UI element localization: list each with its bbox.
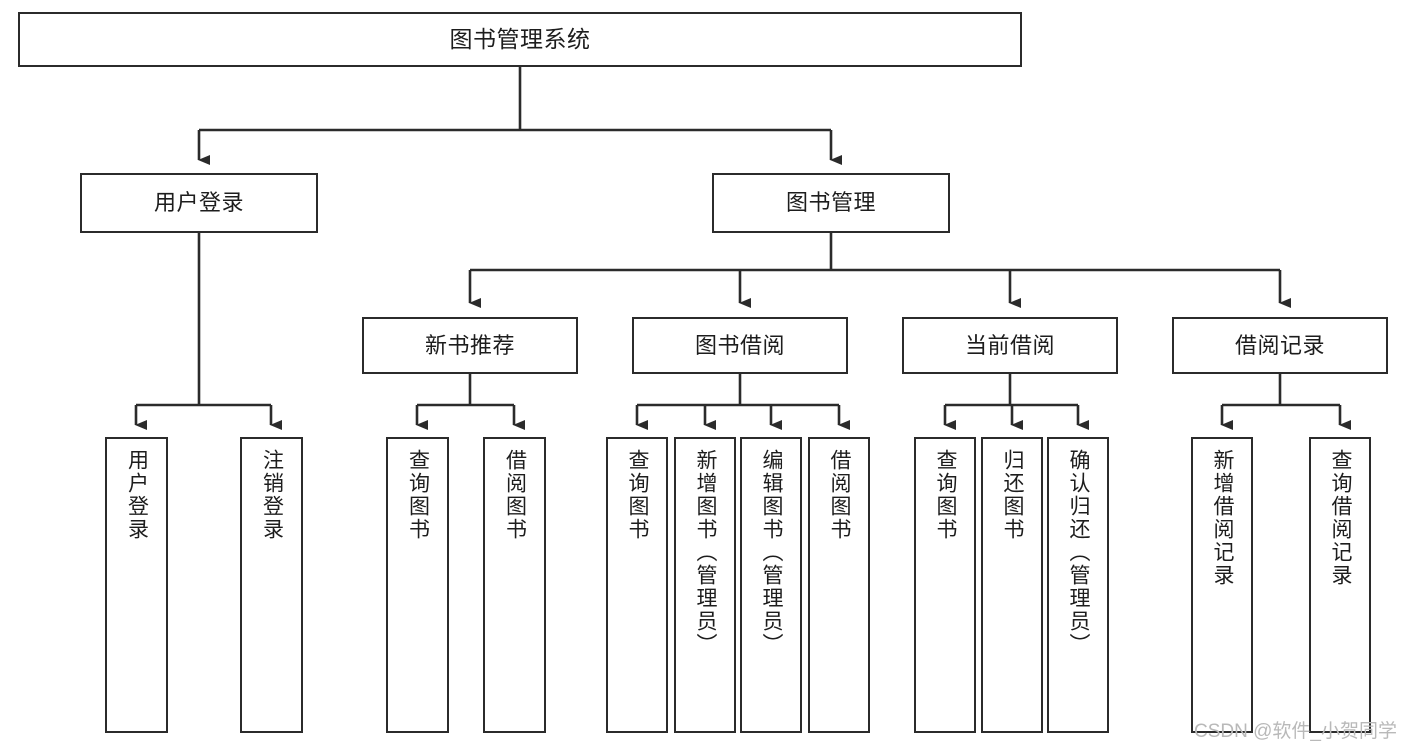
node-current-borrow-label: 当前借阅 (964, 332, 1055, 358)
node-leaf-user-login[interactable]: 用户登录 (105, 437, 168, 733)
node-current-borrow[interactable]: 当前借阅 (902, 317, 1118, 374)
node-leaf-rec-add-label: 新增借阅记录 (1211, 449, 1235, 587)
node-leaf-rec-query[interactable]: 查询图书 (386, 437, 449, 733)
node-leaf-cur-return[interactable]: 归还图书 (981, 437, 1043, 733)
node-leaf-cur-query-label: 查询图书 (934, 449, 958, 541)
node-borrow-record-label: 借阅记录 (1234, 332, 1325, 358)
node-leaf-cur-confirm[interactable]: 确认归还（管理员） (1047, 437, 1109, 733)
node-borrow-record[interactable]: 借阅记录 (1172, 317, 1388, 374)
node-book-manage[interactable]: 图书管理 (712, 173, 950, 233)
node-leaf-user-logout[interactable]: 注销登录 (240, 437, 303, 733)
node-leaf-borrow-add[interactable]: 新增图书（管理员） (674, 437, 736, 733)
node-leaf-borrow-query-label: 查询图书 (626, 449, 650, 541)
node-user-login[interactable]: 用户登录 (80, 173, 318, 233)
node-leaf-cur-return-label: 归还图书 (1001, 449, 1025, 541)
node-leaf-borrow-edit-label: 编辑图书（管理员） (760, 449, 784, 656)
node-leaf-rec-search-label: 查询借阅记录 (1329, 449, 1353, 587)
node-leaf-borrow-add-label: 新增图书（管理员） (694, 449, 718, 656)
watermark: CSDN @软件_小贺同学 (1194, 721, 1397, 742)
node-leaf-rec-borrow-label: 借阅图书 (503, 449, 527, 541)
node-book-borrow[interactable]: 图书借阅 (632, 317, 848, 374)
node-leaf-rec-borrow[interactable]: 借阅图书 (483, 437, 546, 733)
node-new-book-rec-label: 新书推荐 (424, 332, 515, 358)
node-leaf-borrow-query[interactable]: 查询图书 (606, 437, 668, 733)
node-leaf-cur-confirm-label: 确认归还（管理员） (1067, 449, 1091, 656)
node-leaf-borrow-lend-label: 借阅图书 (828, 449, 852, 541)
node-new-book-rec[interactable]: 新书推荐 (362, 317, 578, 374)
node-user-login-label: 用户登录 (153, 190, 244, 216)
node-root-label: 图书管理系统 (449, 25, 591, 52)
node-leaf-user-logout-label: 注销登录 (260, 449, 284, 541)
node-leaf-cur-query[interactable]: 查询图书 (914, 437, 976, 733)
node-leaf-borrow-edit[interactable]: 编辑图书（管理员） (740, 437, 802, 733)
node-leaf-rec-search[interactable]: 查询借阅记录 (1309, 437, 1371, 733)
node-book-manage-label: 图书管理 (785, 190, 876, 216)
node-root[interactable]: 图书管理系统 (18, 12, 1022, 67)
node-leaf-rec-query-label: 查询图书 (406, 449, 430, 541)
node-leaf-rec-add[interactable]: 新增借阅记录 (1191, 437, 1253, 733)
node-leaf-user-login-label: 用户登录 (125, 449, 149, 541)
node-book-borrow-label: 图书借阅 (694, 332, 785, 358)
node-leaf-borrow-lend[interactable]: 借阅图书 (808, 437, 870, 733)
